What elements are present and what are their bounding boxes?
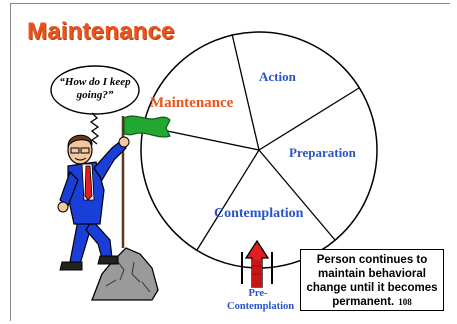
stage-label-precontemplation: Pre- Contemplation	[227, 287, 295, 313]
note-line4-row: permanent.108	[301, 295, 443, 309]
stage-label-contemplation: Contemplation	[214, 206, 304, 221]
note-box: Person continues to maintain behavioral …	[300, 249, 444, 311]
note-line2: maintain behavioral	[317, 268, 426, 280]
wheel-divider-bottom-left	[196, 149, 260, 251]
precontemplation-line1: Pre-	[248, 288, 268, 299]
stage-label-maintenance: Maintenance	[150, 95, 234, 111]
note-line3: change until it becomes	[306, 282, 438, 294]
stage-label-preparation: Preparation	[289, 145, 356, 160]
wheel-divider-bottom-right	[258, 149, 336, 241]
entry-arrow-icon	[244, 239, 270, 288]
wheel-divider-top	[231, 33, 260, 151]
stage-label-action: Action	[259, 69, 296, 84]
rock-icon	[91, 247, 159, 301]
thought-bubble-icon	[50, 65, 140, 145]
slide-title: Maintenance	[27, 18, 175, 45]
speech-bubble-text: “How do I keep going?”	[59, 76, 131, 101]
page-number: 108	[398, 297, 412, 307]
note-line1: Person continues to	[316, 254, 428, 266]
frame-left-line	[10, 3, 11, 321]
businessman-icon	[57, 134, 130, 271]
note-line4: permanent.	[332, 296, 395, 308]
frame-top-line	[10, 3, 450, 4]
precontemplation-line2: Contemplation	[227, 301, 295, 312]
wheel-divider-right	[258, 87, 360, 151]
